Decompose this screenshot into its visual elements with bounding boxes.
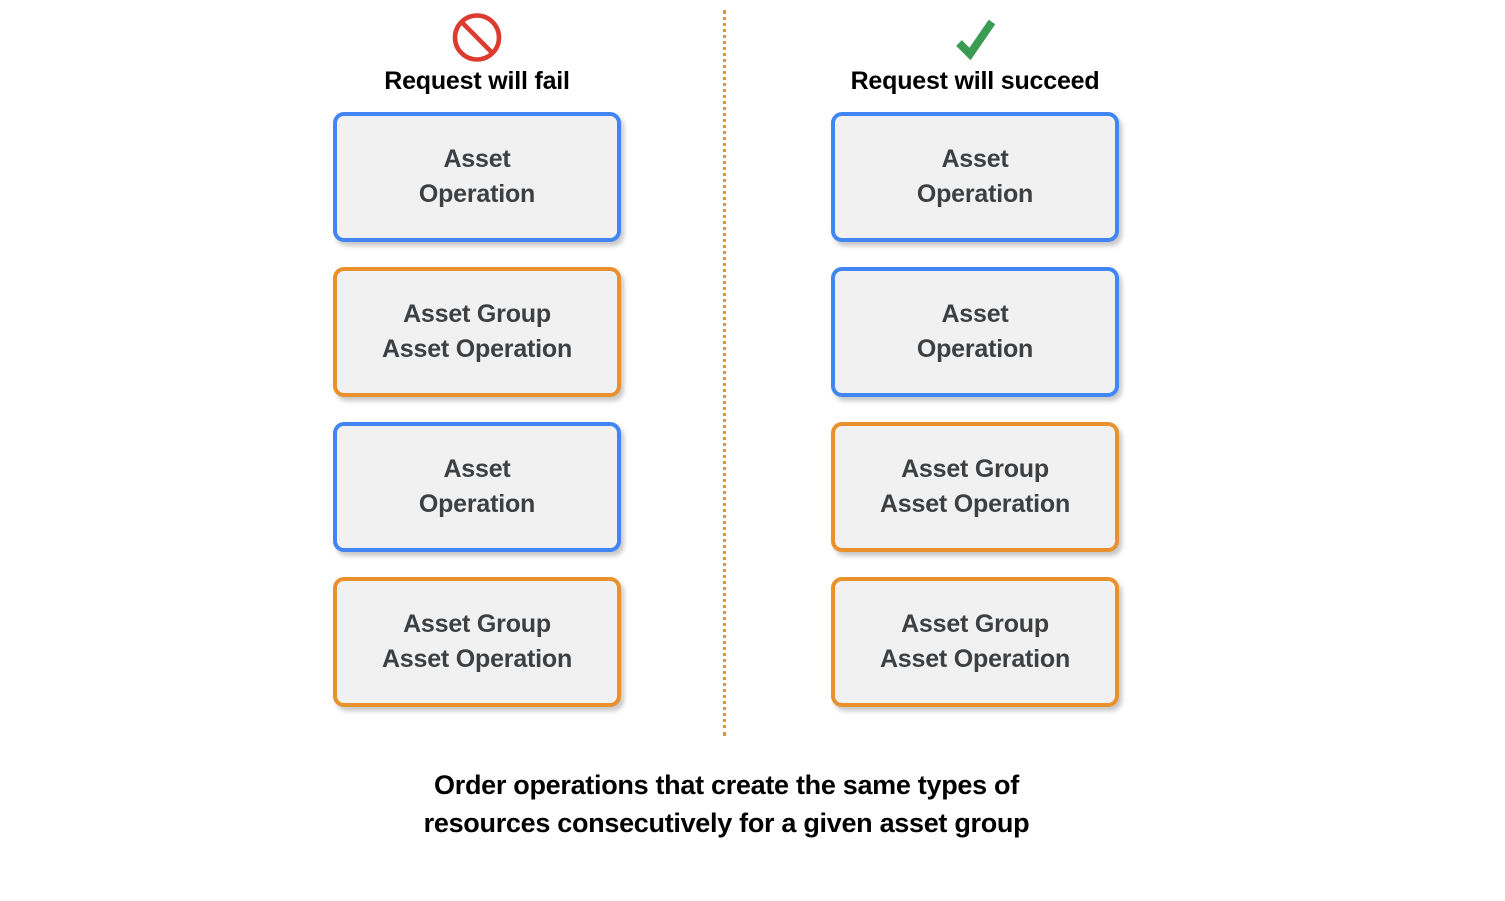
card-asset-operation[interactable]: Asset Operation: [831, 267, 1119, 397]
fail-column-header: Request will fail: [293, 8, 661, 96]
card-asset-operation[interactable]: Asset Operation: [333, 422, 621, 552]
card-label: Asset Operation: [916, 144, 1034, 209]
fail-column-label: Request will fail: [384, 67, 570, 95]
column-divider: [723, 10, 726, 736]
card-label: Asset Group Asset Operation: [879, 454, 1071, 519]
card-asset-group-asset-operation[interactable]: Asset Group Asset Operation: [333, 577, 621, 707]
card-label: Asset Group Asset Operation: [381, 609, 573, 674]
card-label: Asset Operation: [916, 299, 1034, 364]
card-label: Asset Operation: [418, 454, 536, 519]
card-label: Asset Operation: [418, 144, 536, 209]
card-asset-group-asset-operation[interactable]: Asset Group Asset Operation: [333, 267, 621, 397]
card-asset-operation[interactable]: Asset Operation: [333, 112, 621, 242]
caption-line-2: resources consecutively for a given asse…: [423, 808, 1030, 839]
check-icon: [791, 8, 1159, 66]
card-asset-group-asset-operation[interactable]: Asset Group Asset Operation: [831, 422, 1119, 552]
succeed-card-stack: Asset Operation Asset Operation Asset Gr…: [831, 112, 1119, 707]
prohibition-icon: [293, 8, 661, 66]
succeed-column-label: Request will succeed: [850, 67, 1100, 95]
card-label: Asset Group Asset Operation: [879, 609, 1071, 674]
card-asset-operation[interactable]: Asset Operation: [831, 112, 1119, 242]
fail-card-stack: Asset Operation Asset Group Asset Operat…: [333, 112, 621, 707]
card-label: Asset Group Asset Operation: [381, 299, 573, 364]
diagram-caption: Order operations that create the same ty…: [0, 766, 1453, 843]
card-asset-group-asset-operation[interactable]: Asset Group Asset Operation: [831, 577, 1119, 707]
succeed-column-header: Request will succeed: [791, 8, 1159, 96]
caption-line-1: Order operations that create the same ty…: [434, 770, 1019, 800]
